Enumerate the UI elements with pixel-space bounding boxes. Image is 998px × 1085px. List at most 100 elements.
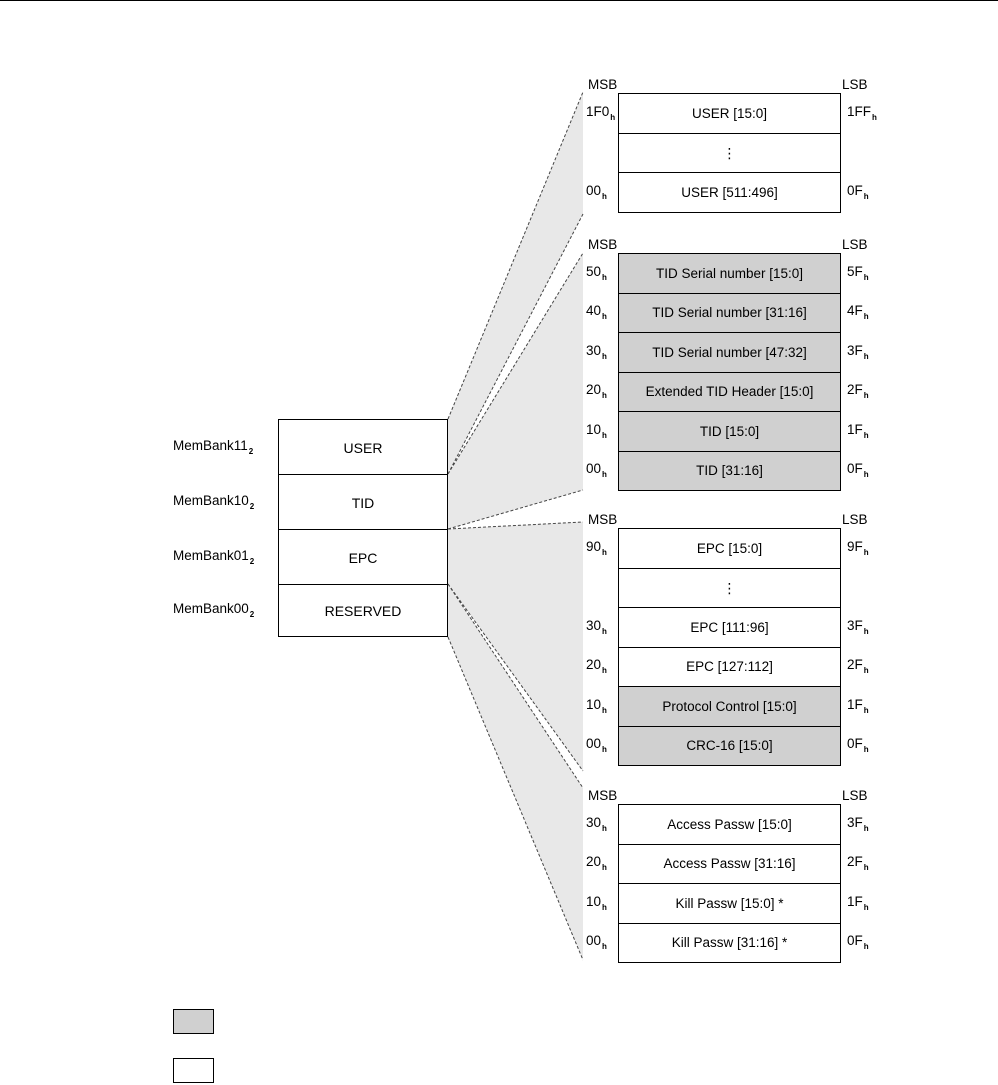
row-content: Access Passw [31:16]	[663, 856, 796, 872]
epc-row-start-address: 00h	[586, 736, 607, 754]
hex-value: 0F	[847, 736, 863, 752]
user-row-cell: USER [511:496]	[618, 172, 841, 213]
tid-row-end-address: 2Fh	[847, 382, 869, 400]
hex-value: 10	[586, 893, 602, 909]
tid-row-start-address: 40h	[586, 303, 607, 321]
tid-fan	[448, 253, 583, 529]
bank-label-subscript: 2	[249, 556, 255, 566]
legend-plain-swatch	[173, 1058, 214, 1083]
epc-fan-edge-top	[447, 521, 584, 530]
bank-label-user: MemBank112	[173, 438, 253, 456]
hex-value: 3F	[847, 814, 863, 830]
reserved-row-start-address: 30h	[586, 815, 607, 833]
epc-row-cell: Protocol Control [15:0]	[618, 686, 841, 727]
hex-value: 1FF	[847, 103, 872, 119]
user-lsb-label: LSB	[842, 77, 868, 92]
tid-row-cell: TID [15:0]	[618, 411, 841, 452]
bank-separator	[279, 529, 447, 530]
epc-row-start-address: 90h	[586, 539, 607, 557]
hex-subscript: h	[863, 391, 869, 401]
reserved-row-end-address: 0Fh	[847, 933, 869, 951]
reserved-row-cell: Kill Passw [31:16] *	[618, 922, 841, 963]
reserved-row-start-address: 20h	[586, 854, 607, 872]
tid-row-end-address: 1Fh	[847, 422, 869, 440]
reserved-fan-edge-top	[447, 583, 584, 789]
hex-value: 1F	[847, 893, 863, 909]
bank-label-text: MemBank00	[173, 601, 249, 616]
epc-row-cell: EPC [111:96]	[618, 607, 841, 648]
user-fan-edge-top	[447, 91, 584, 420]
bank-label-subscript: 2	[249, 610, 255, 619]
hex-subscript: h	[602, 547, 607, 557]
hex-subscript: h	[602, 272, 607, 282]
hex-value: 00	[586, 461, 602, 477]
hex-subscript: h	[602, 823, 607, 833]
hex-subscript: h	[602, 863, 607, 873]
tid-row-cell: Extended TID Header [15:0]	[618, 371, 841, 412]
epc-row-end-address: 0Fh	[847, 736, 869, 754]
hex-subscript: h	[602, 745, 607, 755]
hex-subscript: h	[863, 705, 869, 715]
bank-row-reserved: RESERVED	[324, 603, 402, 619]
hex-value: 0F	[847, 182, 863, 198]
bank-label-epc: MemBank012	[173, 548, 254, 566]
bank-label-reserved: MemBank002	[173, 601, 254, 619]
hex-value: 50	[586, 263, 602, 279]
hex-subscript: h	[602, 430, 607, 440]
bank-label-text: MemBank01	[173, 547, 249, 563]
hex-value: 9F	[847, 538, 863, 554]
row-content: Kill Passw [31:16] *	[671, 935, 788, 951]
tid-row-cell: TID Serial number [47:32]	[618, 332, 841, 373]
hex-subscript: h	[863, 312, 869, 322]
tid-msb-label: MSB	[588, 237, 618, 252]
hex-value: 4F	[847, 303, 863, 319]
hex-value: 30	[586, 814, 602, 830]
row-content: Extended TID Header [15:0]	[645, 384, 814, 400]
hex-value: 20	[586, 657, 602, 673]
hex-subscript: h	[602, 312, 607, 322]
row-content: TID [31:16]	[696, 463, 763, 479]
tid-row-cell: TID Serial number [15:0]	[618, 253, 841, 294]
user-row-start-address: 1F0h	[586, 104, 615, 122]
tid-row-start-address: 50h	[586, 264, 607, 282]
user-fan	[448, 92, 583, 474]
hex-subscript: h	[602, 351, 607, 361]
row-content: EPC [15:0]	[696, 540, 763, 556]
hex-value: 0F	[847, 461, 863, 477]
row-content: TID Serial number [47:32]	[652, 344, 807, 360]
hex-subscript: h	[863, 863, 869, 873]
reserved-row-end-address: 3Fh	[847, 815, 869, 833]
hex-value: 0F	[847, 933, 863, 949]
user-row-cell: USER [15:0]	[618, 93, 841, 134]
hex-subscript: h	[863, 191, 869, 201]
hex-value: 2F	[847, 854, 863, 870]
user-row-end-address: 0Fh	[847, 183, 869, 201]
hex-value: 3F	[847, 617, 863, 633]
reserved-row-end-address: 2Fh	[847, 854, 869, 872]
epc-fan	[448, 522, 583, 771]
bank-row-tid: TID	[351, 494, 375, 511]
user-fan-edge-bottom	[447, 213, 584, 475]
hex-value: 10	[586, 696, 602, 712]
epc-row-start-address: 30h	[586, 618, 607, 636]
epc-row-end-address: 3Fh	[847, 618, 869, 636]
tid-row-cell: TID Serial number [31:16]	[618, 292, 841, 333]
tid-fan-edge-bottom	[447, 489, 584, 530]
bank-separator	[279, 474, 447, 475]
row-content: EPC [127:112]	[686, 659, 773, 675]
row-content: Access Passw [15:0]	[667, 816, 792, 832]
user-row-cell: ⋮	[618, 132, 841, 173]
tid-row-end-address: 3Fh	[847, 343, 869, 361]
hex-subscript: h	[602, 391, 607, 401]
epc-row-cell: ⋮	[618, 567, 841, 608]
bank-row-epc: EPC	[348, 549, 378, 566]
bank-label-subscript: 2	[248, 446, 254, 456]
row-content: Protocol Control [15:0]	[662, 698, 797, 714]
epc-row-cell: CRC-16 [15:0]	[618, 725, 841, 766]
hex-subscript: h	[602, 666, 607, 676]
row-content: EPC [111:96]	[690, 619, 769, 635]
top-rule	[0, 0, 998, 1]
tid-row-end-address: 0Fh	[847, 461, 869, 479]
